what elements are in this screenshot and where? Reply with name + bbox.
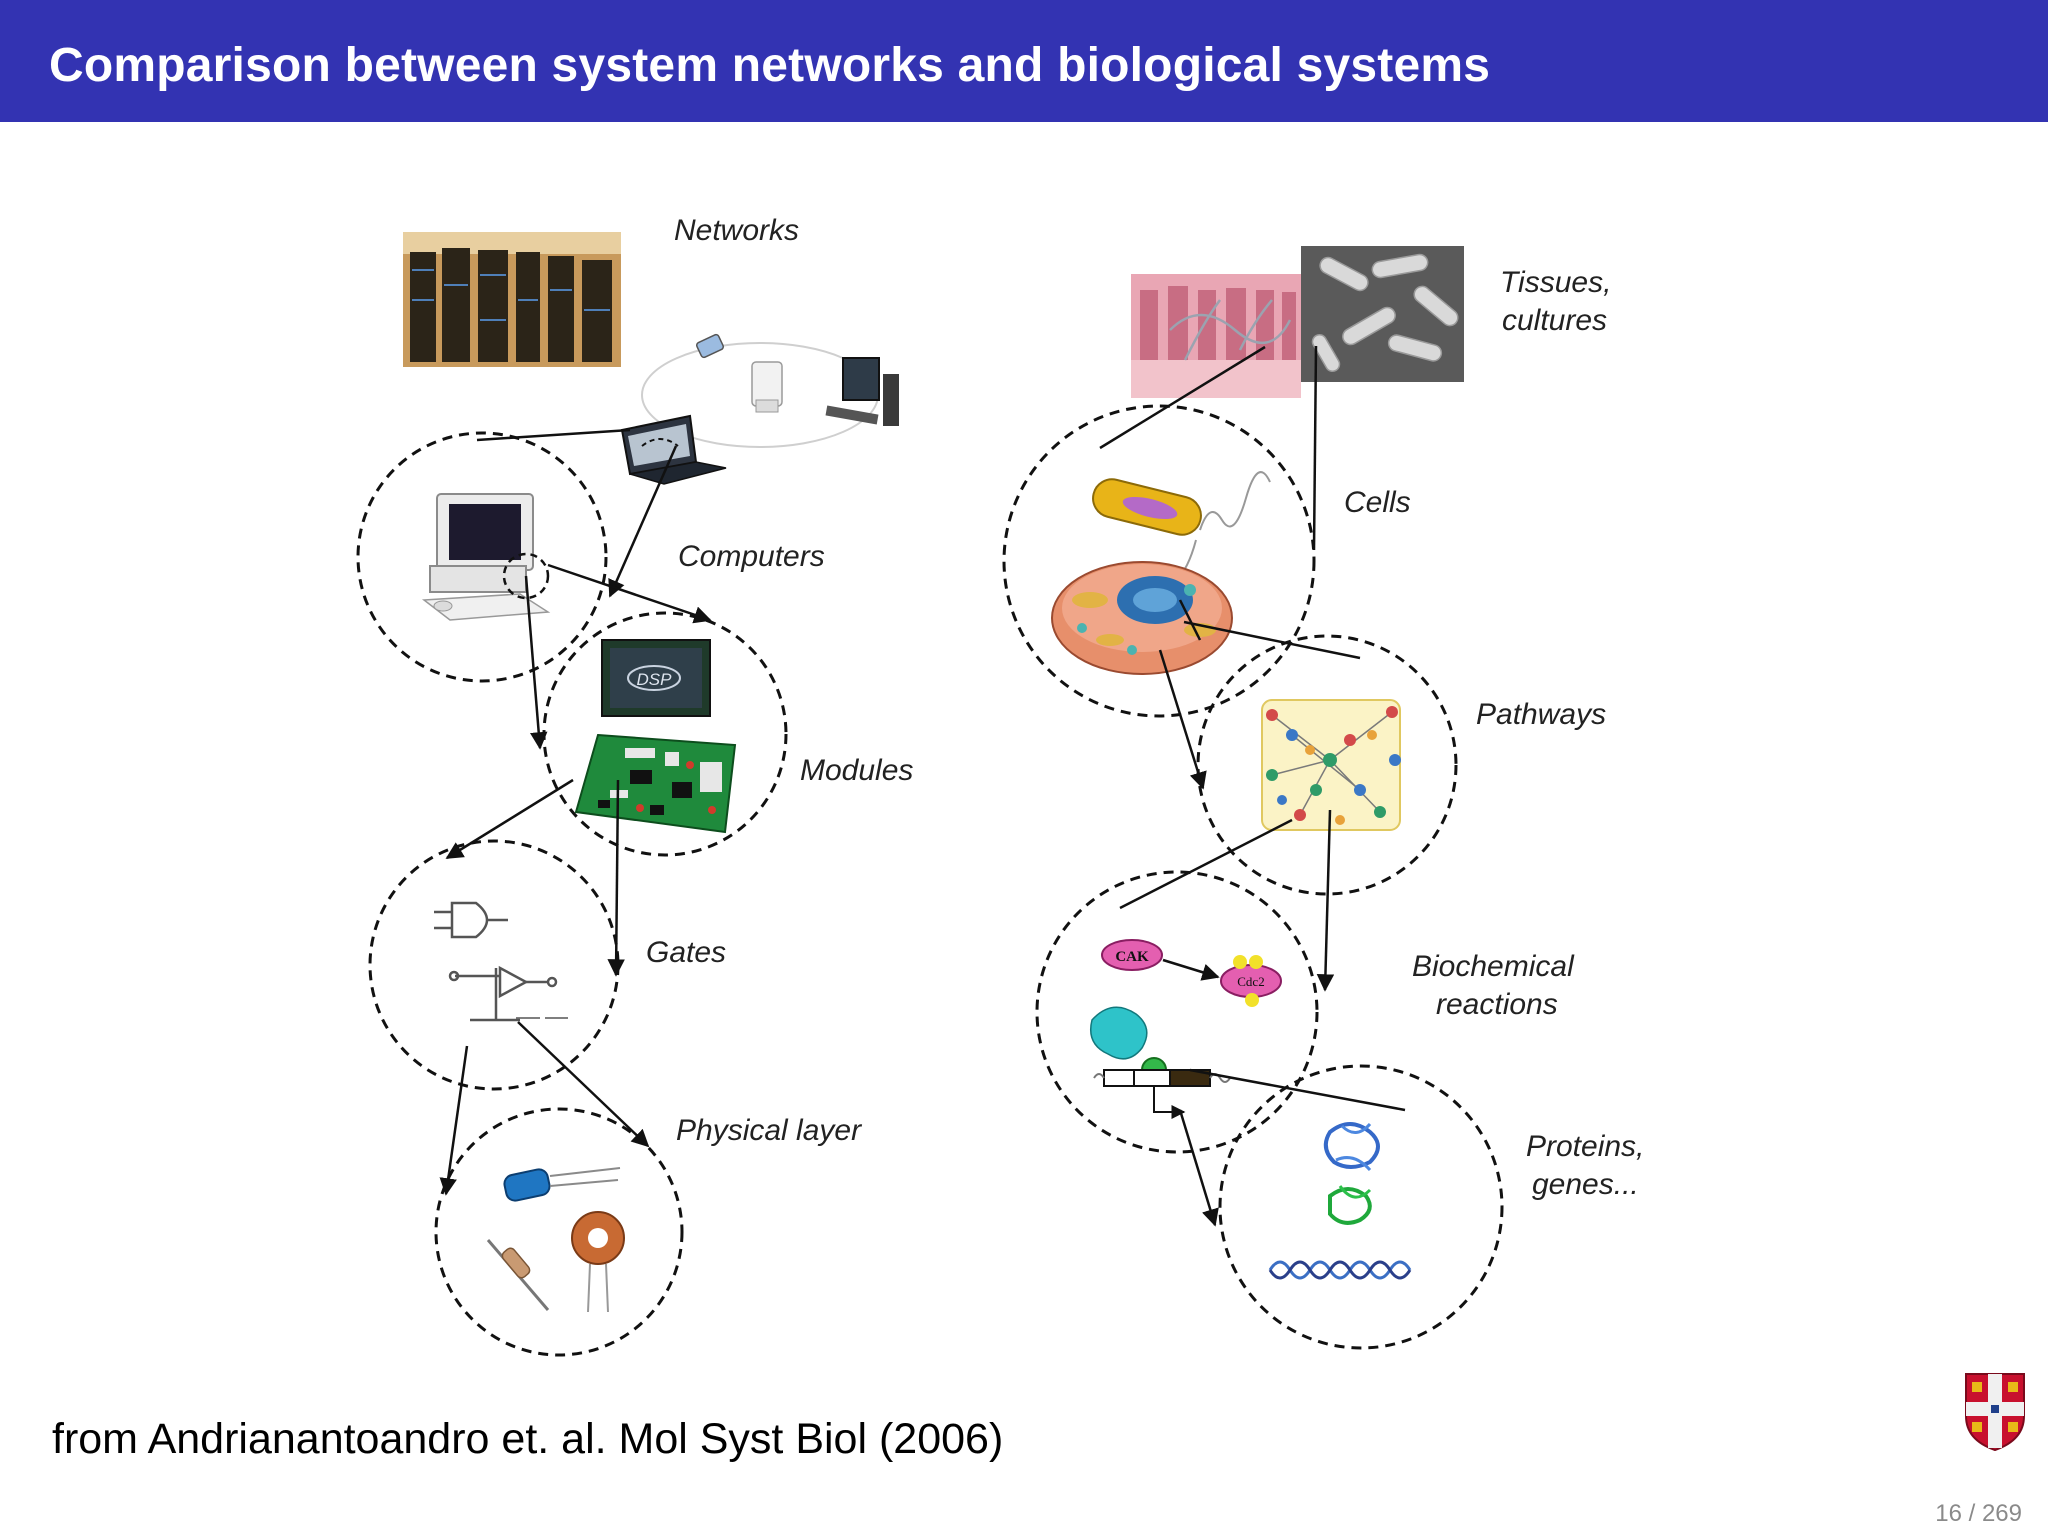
bacteria-micrograph-image — [1301, 246, 1464, 382]
university-crest-logo — [1965, 1373, 2025, 1452]
label-pathways: Pathways — [1476, 698, 1606, 731]
title-bar: Comparison between system networks and b… — [0, 0, 2048, 122]
label-tissues-line1: Tissues, — [1500, 266, 1611, 299]
wireless-router-icon — [751, 361, 783, 413]
label-proteins-line2: genes... — [1532, 1168, 1639, 1201]
physical-layer-circle — [434, 1107, 684, 1357]
label-modules: Modules — [800, 754, 913, 787]
biochemical-reaction-illustration: CAK Cdc2 — [1090, 939, 1282, 1119]
capacitor-icon — [503, 1167, 621, 1202]
cdc2-protein-icon: Cdc2 — [1220, 955, 1282, 1007]
eukaryotic-cell-icon — [1051, 561, 1233, 675]
desktop-computer-icon — [825, 357, 899, 426]
gene-promoter-icon — [1093, 1069, 1231, 1119]
computers-circle — [356, 431, 608, 683]
proteins-genes-circle — [1218, 1064, 1504, 1350]
cells-circle — [1002, 404, 1316, 718]
signaling-pathway-network — [1261, 699, 1401, 831]
left-connector-lines — [439, 428, 712, 1196]
logic-gate-schematic — [434, 901, 568, 1022]
network-devices-illustration — [620, 333, 899, 485]
cak-protein-icon: CAK — [1101, 939, 1163, 971]
biochemical-reactions-circle — [1035, 870, 1319, 1154]
personal-computer-icon — [421, 493, 551, 621]
page-number: 16 / 269 — [1935, 1500, 2022, 1527]
gates-circle — [368, 839, 620, 1091]
inductor-icon — [571, 1211, 625, 1313]
cdc2-label: Cdc2 — [1237, 974, 1264, 989]
circuit-board-icon — [574, 733, 737, 834]
label-biochemical-line1: Biochemical — [1412, 950, 1575, 983]
label-networks: Networks — [674, 214, 799, 247]
electronic-components-illustration — [486, 1167, 625, 1313]
label-tissues-line2: cultures — [1502, 304, 1607, 337]
label-cells: Cells — [1344, 486, 1411, 519]
server-room-image — [403, 232, 621, 367]
citation-text: from Andrianantoandro et. al. Mol Syst B… — [52, 1415, 1004, 1463]
label-biochemical-line2: reactions — [1436, 988, 1558, 1021]
cak-label: CAK — [1115, 949, 1149, 965]
tissue-image — [1131, 274, 1301, 398]
pathways-circle — [1196, 634, 1458, 896]
protein-structure-icon — [1323, 1122, 1380, 1225]
dsp-chip-label: DSP — [637, 670, 673, 689]
dsp-chip-icon: DSP — [601, 639, 711, 717]
resistor-icon — [486, 1239, 550, 1311]
slide-title: Comparison between system networks and b… — [49, 39, 1491, 92]
label-physical-layer: Physical layer — [676, 1114, 862, 1147]
label-gates: Gates — [646, 936, 726, 969]
laptop-icon — [620, 414, 727, 485]
label-computers: Computers — [678, 540, 825, 573]
label-proteins-line1: Proteins, — [1526, 1130, 1644, 1163]
right-connector-lines — [1099, 345, 1406, 1227]
pda-icon — [695, 333, 725, 359]
dna-helix-icon — [1268, 1260, 1412, 1280]
